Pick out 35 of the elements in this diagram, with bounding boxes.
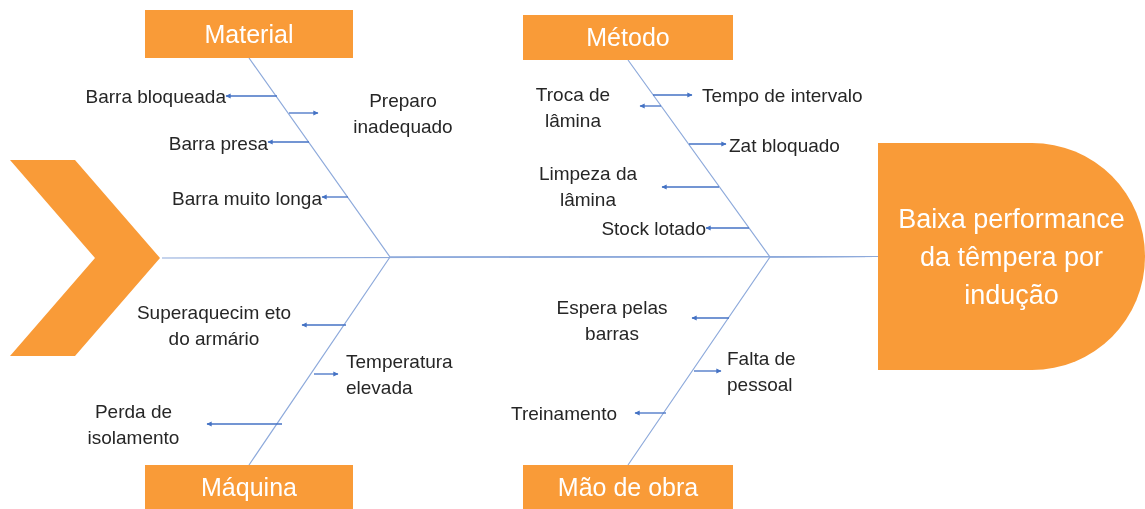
category-box: Máquina	[145, 465, 353, 509]
arrow	[321, 194, 349, 200]
cause-label: Troca de lâmina	[506, 82, 640, 134]
cause-label: Preparo inadequado	[318, 88, 488, 140]
arrow	[688, 141, 727, 147]
arrow	[661, 184, 720, 190]
cause-label: Barra presa	[118, 131, 268, 157]
category-box: Método	[523, 15, 733, 60]
arrow	[225, 93, 278, 99]
cause-label: Barra muito longa	[112, 186, 322, 212]
cause-label: Barra bloqueada	[46, 84, 226, 110]
arrow	[301, 322, 347, 328]
arrow	[652, 92, 693, 98]
arrow	[693, 368, 722, 374]
cause-label: Treinamento	[466, 401, 635, 427]
cause-label: Falta de pessoal	[721, 346, 831, 398]
category-box: Mão de obra	[523, 465, 733, 509]
arrow	[634, 410, 667, 416]
arrow	[206, 421, 283, 427]
category-box: Material	[145, 10, 353, 58]
cause-label: Temperatura elevada	[338, 349, 483, 401]
arrow	[313, 371, 339, 377]
arrow	[267, 139, 310, 145]
cause-label: Tempo de intervalo	[692, 83, 907, 109]
arrow	[705, 225, 750, 231]
cause-label: Limpeza da lâmina	[514, 161, 662, 213]
arrow	[639, 103, 662, 109]
cause-label: Espera pelas barras	[532, 295, 692, 347]
cause-label: Zat bloquado	[726, 133, 866, 155]
cause-label: Perda de isolamento	[60, 399, 207, 451]
cause-label: Superaquecim eto do armário	[126, 300, 302, 352]
arrow	[691, 315, 730, 321]
cause-label: Stock lotado	[556, 216, 706, 242]
effect-box: Baixa performance da têmpera por indução	[878, 143, 1145, 370]
arrow	[288, 110, 319, 116]
